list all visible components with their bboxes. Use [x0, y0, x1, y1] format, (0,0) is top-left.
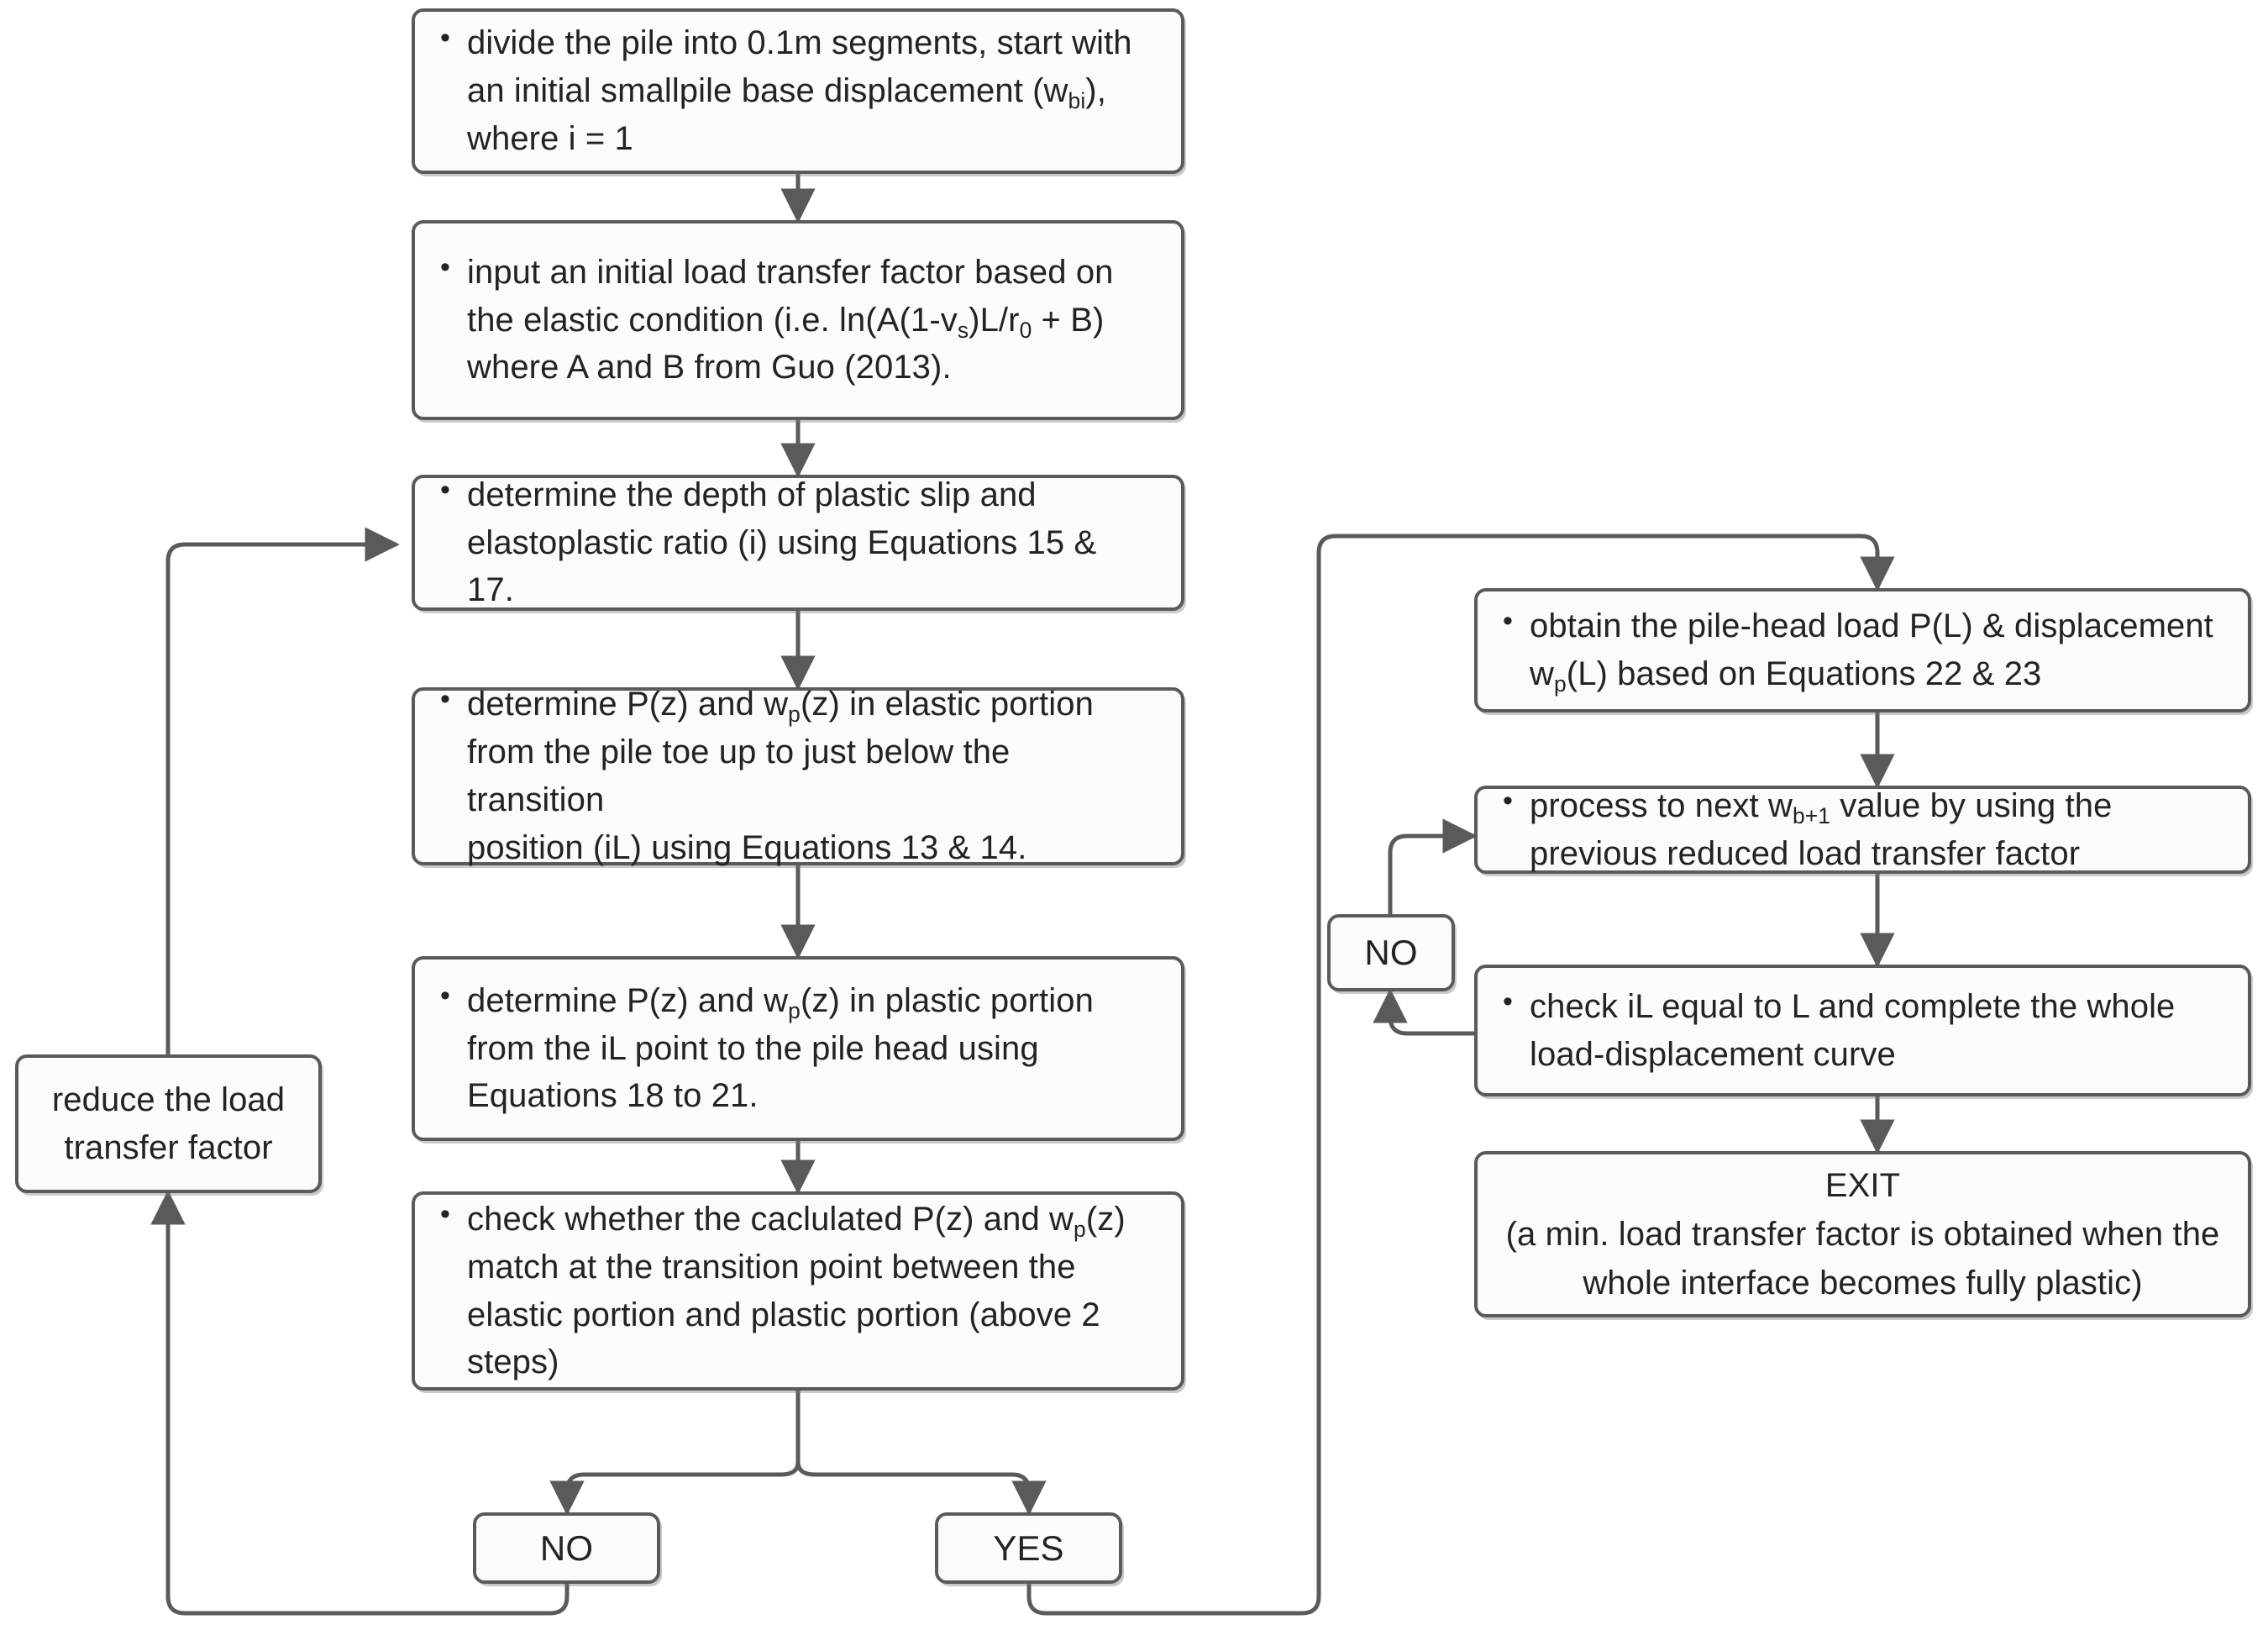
node-check-iL-equal-L-text: check iL equal to L and complete the who…	[1503, 981, 2175, 1079]
node-initial-load-transfer-factor[interactable]: input an initial load transfer factor ba…	[412, 220, 1184, 420]
edge-reduce-step3	[165, 527, 400, 1054]
node-elastic-portion-text: determine P(z) and wp(z) in elastic port…	[440, 679, 1152, 871]
node-check-match-transition-text: check whether the caclulated P(z) and wp…	[440, 1194, 1126, 1386]
node-plastic-portion[interactable]: determine P(z) and wp(z) in plastic port…	[412, 956, 1184, 1141]
node-depth-of-plastic-slip[interactable]: determine the depth of plastic slip ande…	[412, 470, 1184, 611]
node-decision-yes-left-label: YES	[993, 1527, 1064, 1568]
node-process-next-wb-value-text: process to next wb+1 value by using thep…	[1503, 781, 2113, 878]
subscript-p: p	[788, 997, 801, 1023]
node-exit-terminal-text: EXIT(a min. load transfer factor is obta…	[1505, 1167, 2220, 1301]
subscript-p: p	[1554, 670, 1567, 697]
node-decision-no-right[interactable]: NO	[1327, 914, 1455, 991]
node-obtain-pile-head-load[interactable]: obtain the pile-head load P(L) & displac…	[1474, 588, 2251, 712]
node-decision-yes-left[interactable]: YES	[935, 1512, 1122, 1584]
edge-step9-noright	[1373, 988, 1487, 1036]
node-exit-terminal[interactable]: EXIT(a min. load transfer factor is obta…	[1474, 1151, 2251, 1317]
node-elastic-portion[interactable]: determine P(z) and wp(z) in elastic port…	[412, 679, 1184, 866]
subscript-p: p	[1074, 1216, 1086, 1242]
node-depth-of-plastic-slip-text: determine the depth of plastic slip ande…	[440, 470, 1152, 614]
subscript-zero: 0	[1019, 317, 1032, 343]
node-initial-load-transfer-factor-text: input an initial load transfer factor ba…	[440, 247, 1114, 392]
subscript-b-plus-1: b+1	[1792, 802, 1831, 828]
node-divide-pile[interactable]: divide the pile into 0.1m segments, star…	[412, 8, 1184, 174]
node-check-iL-equal-L[interactable]: check iL equal to L and complete the who…	[1474, 965, 2251, 1096]
node-decision-no-right-label: NO	[1364, 933, 1418, 973]
node-decision-no-left-label: NO	[539, 1527, 594, 1568]
node-check-match-transition[interactable]: check whether the caclulated P(z) and wp…	[412, 1191, 1184, 1391]
edge-split-no	[549, 1461, 801, 1516]
node-obtain-pile-head-load-text: obtain the pile-head load P(L) & displac…	[1503, 601, 2213, 698]
subscript-bi: bi	[1068, 88, 1086, 114]
node-process-next-wb-value[interactable]: process to next wb+1 value by using thep…	[1474, 781, 2251, 874]
node-plastic-portion-text: determine P(z) and wp(z) in plastic port…	[440, 975, 1094, 1120]
subscript-p: p	[788, 702, 801, 728]
edge-noright-step8	[1388, 818, 1478, 914]
node-divide-pile-text: divide the pile into 0.1m segments, star…	[440, 18, 1132, 162]
node-decision-no-left[interactable]: NO	[473, 1512, 660, 1584]
subscript-s: s	[957, 317, 969, 343]
edge-split-yes	[795, 1461, 1047, 1516]
